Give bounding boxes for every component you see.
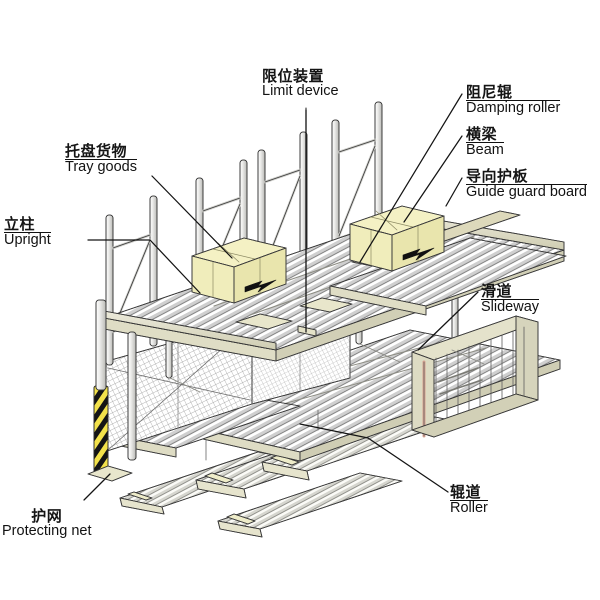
upright-frame-3 bbox=[257, 131, 308, 301]
callout-upright: 立柱 Upright bbox=[4, 216, 51, 249]
callout-roller: 辊道 Roller bbox=[450, 484, 488, 517]
callout-limit-device-cn: 限位装置 bbox=[262, 67, 325, 85]
pallet-load-left bbox=[191, 237, 287, 304]
leader-tray-goods bbox=[151, 175, 233, 259]
callout-damping-roller: 阻尼辊 Damping roller bbox=[466, 83, 561, 117]
callout-tray-goods: 托盘货物 Tray goods bbox=[65, 143, 137, 176]
callout-guide-guard-board-en: Guide guard board bbox=[466, 184, 587, 201]
callout-beam-en: Beam bbox=[466, 142, 504, 159]
callout-protecting-net-en: Protecting net bbox=[2, 523, 92, 540]
leader-beam bbox=[403, 135, 463, 223]
leader-guide-guard-board bbox=[445, 177, 463, 207]
callout-roller-cn: 辊道 bbox=[450, 483, 482, 501]
leader-slideway bbox=[417, 291, 479, 351]
callout-guide-guard-board: 导向护板 Guide guard board bbox=[466, 168, 587, 201]
callout-beam-cn: 横梁 bbox=[466, 125, 498, 143]
callout-damping-roller-cn: 阻尼辊 bbox=[466, 83, 513, 101]
leader-lines bbox=[83, 93, 479, 501]
callout-upright-cn: 立柱 bbox=[4, 215, 36, 233]
under-deck-bracing bbox=[169, 343, 485, 393]
callout-tray-goods-cn: 托盘货物 bbox=[65, 142, 128, 160]
callout-limit-device-en: Limit device bbox=[262, 83, 339, 100]
callout-beam: 横梁 Beam bbox=[466, 126, 504, 159]
leader-upright bbox=[87, 239, 201, 294]
slideway-support-rails bbox=[437, 367, 483, 395]
callout-protecting-net: 护网 Protecting net bbox=[2, 508, 91, 540]
callout-limit-device: 限位装置 Limit device bbox=[262, 68, 339, 100]
callout-slideway-cn: 滑道 bbox=[481, 282, 513, 300]
callout-guide-guard-board-cn: 导向护板 bbox=[466, 167, 529, 185]
callout-protecting-net-cn: 护网 bbox=[31, 507, 63, 525]
callout-tray-goods-en: Tray goods bbox=[65, 159, 137, 176]
callout-upright-en: Upright bbox=[4, 232, 51, 249]
callout-slideway: 滑道 Slideway bbox=[481, 282, 540, 316]
leader-roller bbox=[299, 423, 449, 493]
callout-slideway-en: Slideway bbox=[481, 299, 540, 316]
callout-damping-roller-en: Damping roller bbox=[466, 100, 561, 117]
upper-deck-right bbox=[329, 237, 567, 316]
leader-protecting-net bbox=[83, 473, 111, 501]
left-outer-upright bbox=[127, 331, 137, 461]
callout-roller-en: Roller bbox=[450, 500, 488, 517]
leader-damping-roller bbox=[359, 93, 463, 263]
